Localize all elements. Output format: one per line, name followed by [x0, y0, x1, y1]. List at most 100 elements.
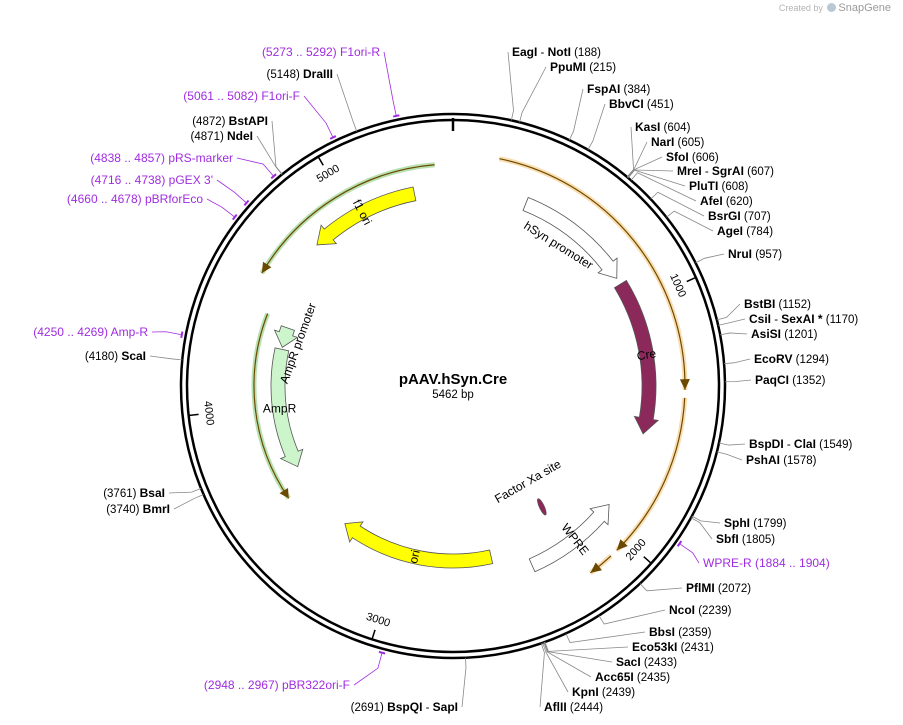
tick-mark — [317, 156, 324, 166]
site-leader-line — [720, 332, 748, 336]
restriction-site-aflii[interactable]: AflII (2444) — [544, 700, 603, 714]
site-leader-line — [568, 88, 584, 141]
primer-marker — [392, 114, 400, 118]
primer-pbrforeco[interactable]: (4660 .. 4678) pBRforEco — [67, 192, 203, 206]
feature-wpre[interactable] — [528, 504, 610, 573]
primer-marker — [232, 213, 238, 221]
site-leader-line — [716, 451, 743, 461]
snapgene-logo-icon — [827, 3, 837, 12]
primer-marker — [378, 650, 386, 655]
tick-label: 3000 — [365, 611, 392, 630]
restriction-site-sbfi[interactable]: SbfI (1805) — [716, 532, 775, 546]
site-leader-line — [718, 318, 746, 326]
primer-prs-marker[interactable]: (4838 .. 4857) pRS-marker — [90, 151, 233, 165]
feature-label: ori — [406, 549, 423, 565]
primer-marker — [180, 331, 184, 339]
feature-hsyn-promoter[interactable] — [522, 196, 618, 279]
site-leader-line — [627, 169, 686, 187]
site-leader-line — [691, 515, 721, 524]
restriction-site-bsrgi[interactable]: BsrGI (707) — [708, 209, 771, 223]
restriction-site-paqci[interactable]: PaqCI (1352) — [755, 373, 826, 387]
restriction-site-eco53ki[interactable]: Eco53kI (2431) — [632, 640, 714, 654]
restriction-site-asisi[interactable]: AsiSI (1201) — [751, 327, 818, 341]
site-leader-line — [630, 172, 697, 202]
site-leader-line — [666, 210, 714, 232]
restriction-site-bspdi[interactable]: BspDI - ClaI (1549) — [749, 437, 853, 451]
primer-f1ori-r[interactable]: (5273 .. 5292) F1ori-R — [262, 45, 380, 59]
restriction-site-draiii[interactable]: (5148) DraIII — [267, 67, 333, 81]
restriction-site-sfoi[interactable]: SfoI (606) — [666, 150, 719, 164]
site-leader-line — [565, 631, 646, 644]
restriction-site-ecorv[interactable]: EcoRV (1294) — [754, 352, 829, 366]
tick-label: 1000 — [667, 272, 688, 299]
feature-cre[interactable] — [613, 279, 660, 435]
feature-label: Factor Xa site — [492, 457, 563, 506]
site-leader-line — [695, 253, 725, 264]
restriction-site-ndei[interactable]: (4871) NdeI — [191, 129, 253, 143]
site-leader-line — [542, 642, 569, 693]
restriction-site-pshai[interactable]: PshAI (1578) — [746, 453, 817, 467]
restriction-site-bbsi[interactable]: BbsI (2359) — [649, 625, 712, 639]
restriction-site-bsai[interactable]: (3761) BsaI — [103, 486, 165, 500]
site-leader-line — [168, 488, 202, 494]
primer-amp-r[interactable]: (4250 .. 4269) Amp-R — [33, 325, 148, 339]
restriction-site-bstbi[interactable]: BstBI (1152) — [744, 297, 811, 311]
restriction-site-nrui[interactable]: NruI (957) — [728, 247, 782, 261]
restriction-sites: EagI - NotI (188)PpuMI (215)FspAI (384)B… — [85, 45, 858, 714]
restriction-site-bspqi[interactable]: (2691) BspQI - SapI — [351, 700, 458, 714]
credit-brand: SnapGene — [838, 2, 891, 14]
site-leader-line — [650, 191, 705, 217]
restriction-site-saci[interactable]: SacI (2433) — [616, 655, 677, 669]
primer-pgex-3-[interactable]: (4716 .. 4738) pGEX 3' — [91, 173, 213, 187]
primer-leader-line — [353, 652, 383, 686]
restriction-site-afei[interactable]: AfeI (620) — [700, 194, 753, 208]
site-leader-line — [149, 355, 183, 361]
primer-wpre-r[interactable]: WPRE-R (1884 .. 1904) — [703, 556, 830, 570]
restriction-site-fspai[interactable]: FspAI (384) — [587, 82, 651, 96]
restriction-site-scai[interactable]: (4180) ScaI — [85, 349, 146, 363]
site-leader-line — [724, 379, 752, 383]
primer-f1ori-f[interactable]: (5061 .. 5082) F1ori-F — [183, 89, 300, 103]
restriction-site-kpni[interactable]: KpnI (2439) — [572, 685, 635, 699]
site-leader-line — [716, 303, 741, 321]
restriction-site-pflmi[interactable]: PflMI (2072) — [686, 581, 751, 595]
site-leader-line — [461, 657, 467, 708]
feature-f1-ori[interactable] — [316, 186, 417, 246]
restriction-site-kasi[interactable]: KasI (604) — [635, 120, 691, 134]
primer-leader-line — [236, 157, 274, 177]
site-leader-line — [173, 494, 204, 510]
feature-ampr[interactable] — [270, 347, 304, 468]
orf-arrowhead — [679, 379, 690, 390]
primer-pbr322ori-f[interactable]: (2948 .. 2967) pBR322ori-F — [204, 678, 350, 692]
feature-ori[interactable] — [344, 521, 494, 569]
restriction-site-nari[interactable]: NarI (605) — [651, 135, 705, 149]
restriction-site-bmri[interactable]: (3740) BmrI — [106, 502, 170, 516]
tick-mark — [686, 276, 697, 283]
primer-leader-line — [679, 543, 700, 564]
site-leader-line — [543, 642, 592, 678]
primer-leader-line — [206, 198, 235, 218]
restriction-site-mrei[interactable]: MreI - SgrAI (607) — [677, 164, 774, 178]
site-leader-line — [539, 643, 545, 708]
credit-prefix: Created by — [778, 3, 823, 13]
snapgene-credit: Created by SnapGene — [779, 2, 891, 14]
restriction-site-pluti[interactable]: PluTI (608) — [689, 179, 749, 193]
restriction-site-bstapi[interactable]: (4872) BstAPI — [192, 114, 268, 128]
restriction-site-bbvci[interactable]: BbvCI (451) — [609, 97, 674, 111]
orf-arc — [261, 164, 435, 274]
restriction-site-sphi[interactable]: SphI (1799) — [724, 516, 787, 530]
restriction-site-csii[interactable]: CsiI - SexAI * (1170) — [749, 312, 858, 326]
restriction-site-eagi[interactable]: EagI - NotI (188) — [512, 45, 601, 59]
site-leader-line — [544, 641, 629, 652]
orf-arrowhead — [590, 562, 602, 573]
feature-ampr-promoter[interactable] — [273, 325, 299, 348]
restriction-site-agei[interactable]: AgeI (784) — [717, 224, 773, 238]
restriction-site-acc65i[interactable]: Acc65I (2435) — [595, 670, 670, 684]
feature-factor-xa-site[interactable] — [536, 498, 548, 516]
site-leader-line — [587, 103, 606, 150]
tick-mark — [371, 629, 376, 640]
restriction-site-ppumi[interactable]: PpuMI (215) — [550, 60, 616, 74]
restriction-site-ncoi[interactable]: NcoI (2239) — [669, 603, 732, 617]
site-leader-line — [544, 642, 613, 663]
